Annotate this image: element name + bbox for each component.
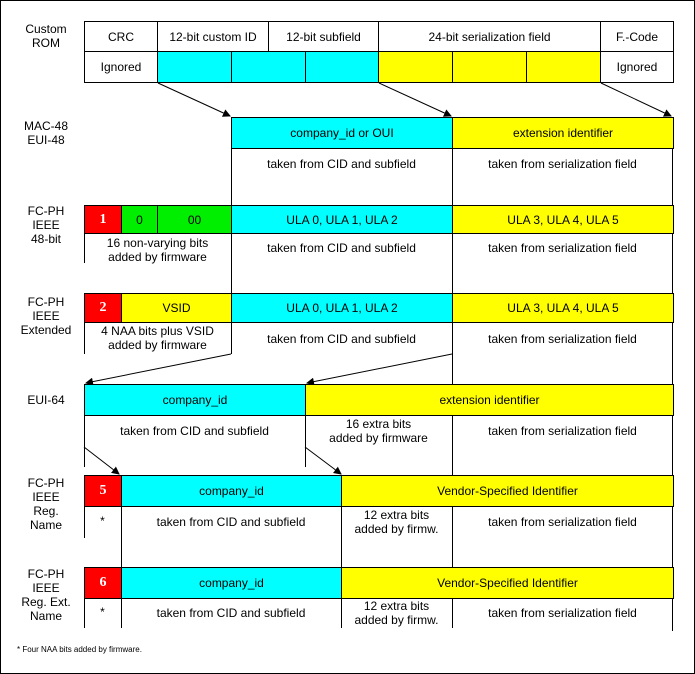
fcphext-ula-345: ULA 3, ULA 4, ULA 5 (452, 293, 674, 323)
serial-byte-2 (526, 51, 601, 83)
eui64-extension: extension identifier (305, 384, 674, 416)
fcph6-footnote-marker: * (100, 605, 105, 619)
fcph48-ula-345: ULA 3, ULA 4, ULA 5 (452, 205, 674, 234)
fcph5-vendor-id: Vendor-Specified Identifier (341, 475, 674, 507)
mac48-company-id: company_id or OUI (231, 117, 453, 149)
fcph48-green-0: 0 (121, 205, 158, 234)
row-label-fcph-extended: FC-PH IEEE Extended (20, 295, 72, 337)
fcph6-company-id: company_id (121, 567, 342, 599)
serial-byte-1 (452, 51, 527, 83)
eui64-company-id: company_id (84, 384, 306, 416)
row-label-fcph-reg-name: FC-PH IEEE Reg. Name (27, 476, 65, 532)
eui64-desc-cid: taken from CID and subfield (120, 424, 269, 438)
fcph5-desc-serial: taken from serialization field (488, 515, 637, 529)
header-serialization: 24-bit serialization field (378, 21, 601, 52)
fcode-ignored: Ignored (600, 51, 674, 83)
fcph6-vendor-id: Vendor-Specified Identifier (341, 567, 674, 599)
fcph5-footnote-marker: * (100, 514, 105, 528)
row-label-mac48: MAC-48 EUI-48 (23, 119, 68, 147)
fcph6-desc-cid: taken from CID and subfield (156, 606, 306, 620)
cid-byte-0 (157, 51, 232, 83)
crc-ignored: Ignored (84, 51, 158, 83)
cid-byte-2 (305, 51, 379, 83)
fcph48-green-00: 00 (157, 205, 232, 234)
fcph5-desc-firmware: 12 extra bits added by firmw. (354, 508, 439, 536)
fcph6-desc-serial: taken from serialization field (488, 606, 637, 620)
footnote: * Four NAA bits added by firmware. (17, 645, 142, 654)
row-label-fcph-reg-ext-name: FC-PH IEEE Reg. Ext. Name (21, 567, 71, 623)
header-crc: CRC (84, 21, 158, 52)
header-subfield: 12-bit subfield (268, 21, 379, 52)
mac48-desc-cid: taken from CID and subfield (267, 157, 416, 171)
fcph48-desc-firmware: 16 non-varying bits added by firmware (106, 236, 209, 264)
eui64-desc-firmware: 16 extra bits added by firmware (329, 417, 428, 445)
fcphext-ula-012: ULA 0, ULA 1, ULA 2 (231, 293, 453, 323)
fcphext-desc-serial: taken from serialization field (488, 332, 637, 346)
fcph48-desc-serial: taken from serialization field (488, 241, 637, 255)
row-label-eui64: EUI-64 (27, 393, 65, 407)
naa-badge-2: 2 (84, 293, 122, 323)
row-label-custom-rom: Custom ROM (25, 22, 67, 50)
naa-badge-6: 6 (84, 567, 122, 599)
cid-byte-1 (231, 51, 306, 83)
fcphext-desc-cid: taken from CID and subfield (267, 332, 416, 346)
mac48-extension: extension identifier (452, 117, 674, 149)
fcphext-vsid: VSID (121, 293, 232, 323)
serial-byte-0 (378, 51, 453, 83)
naa-badge-5: 5 (84, 475, 122, 507)
fcph5-company-id: company_id (121, 475, 342, 507)
naa-badge-1: 1 (84, 205, 122, 234)
fcphext-desc-firmware: 4 NAA bits plus VSID added by firmware (101, 324, 214, 352)
row-label-fcph-48: FC-PH IEEE 48-bit (27, 204, 65, 246)
fcph48-desc-cid: taken from CID and subfield (267, 241, 416, 255)
fcph48-ula-012: ULA 0, ULA 1, ULA 2 (231, 205, 453, 234)
fcph6-desc-firmware: 12 extra bits added by firmw. (354, 599, 439, 627)
header-custom-id: 12-bit custom ID (157, 21, 269, 52)
fcph5-desc-cid: taken from CID and subfield (156, 515, 306, 529)
header-fcode: F.-Code (600, 21, 674, 52)
eui64-desc-serial: taken from serialization field (488, 424, 637, 438)
mac48-desc-serial: taken from serialization field (488, 157, 637, 171)
